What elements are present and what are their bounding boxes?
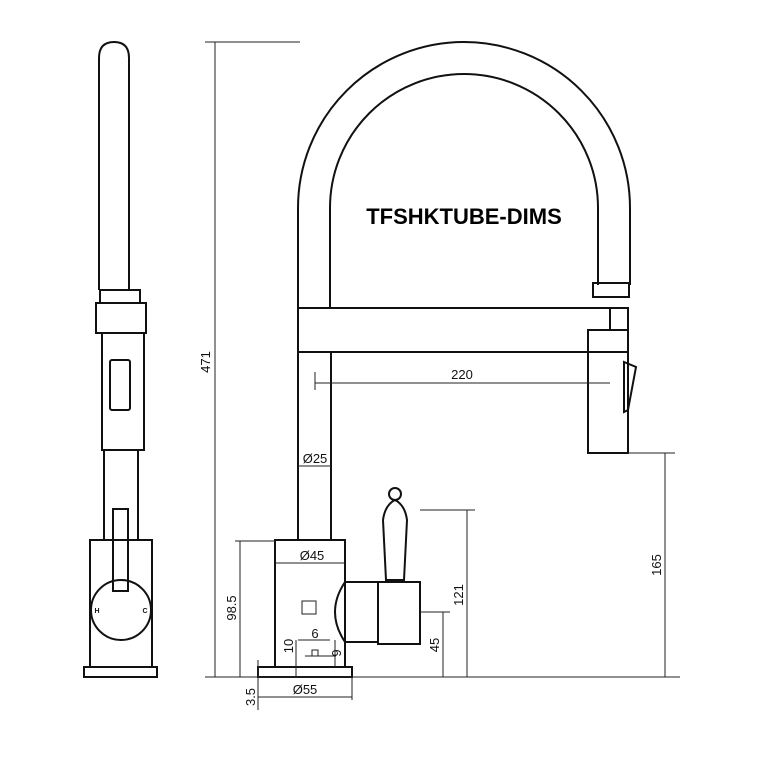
- side-spout-tube: [98, 40, 130, 290]
- dim-base-diameter: Ø55: [293, 682, 318, 697]
- front-view: [257, 41, 638, 678]
- hot-label: H: [94, 608, 99, 615]
- handle-ball: [388, 487, 402, 501]
- base-plate: [257, 666, 353, 678]
- spout-arm: [297, 307, 629, 353]
- drawing-title: TFSHKTUBE-DIMS: [366, 204, 562, 229]
- dim-logo-width: 6: [311, 626, 318, 641]
- dim-spout-height: 165: [649, 554, 664, 576]
- spray-head: [587, 329, 629, 454]
- dim-lever-height: 45: [427, 638, 442, 652]
- side-view: H C: [83, 40, 158, 678]
- side-lower-tube: [103, 449, 139, 541]
- dim-base-thickness: 3.5: [243, 688, 258, 706]
- dim-tube-diameter: Ø25: [303, 451, 328, 466]
- arch-outer: [297, 41, 631, 308]
- cold-label: C: [142, 608, 147, 615]
- dim-overall-height: 471: [198, 351, 213, 373]
- side-body-block: [89, 539, 153, 668]
- spout-collar: [592, 282, 630, 298]
- side-button-icon: [109, 359, 131, 411]
- side-lever: [112, 508, 129, 592]
- dim-spout-reach: 220: [451, 367, 473, 382]
- dimension-lines: [205, 41, 680, 710]
- side-spray-body: [101, 332, 145, 451]
- arch-inner: [329, 73, 599, 308]
- dim-handle-height: 121: [451, 584, 466, 606]
- spray-trigger: [623, 360, 638, 414]
- dim-logo-offset: 10: [281, 639, 296, 653]
- dim-body-diameter: Ø45: [300, 548, 325, 563]
- logo-icon: [301, 600, 317, 615]
- side-base-plate: [83, 666, 158, 678]
- side-handle-disc: [90, 579, 152, 641]
- cartridge-housing: [334, 581, 379, 643]
- lever-block: [377, 581, 421, 645]
- dim-body-height: 98.5: [224, 595, 239, 620]
- dim-logo-height: 6: [329, 649, 344, 656]
- small-logo-icon: [311, 649, 319, 657]
- side-collar-band: [95, 302, 147, 334]
- handle-knob: [381, 498, 409, 581]
- dimension-labels: 471 220 Ø25 165 121 45 98.5 3.5 Ø45 Ø55 …: [198, 351, 664, 706]
- side-collar: [99, 289, 141, 304]
